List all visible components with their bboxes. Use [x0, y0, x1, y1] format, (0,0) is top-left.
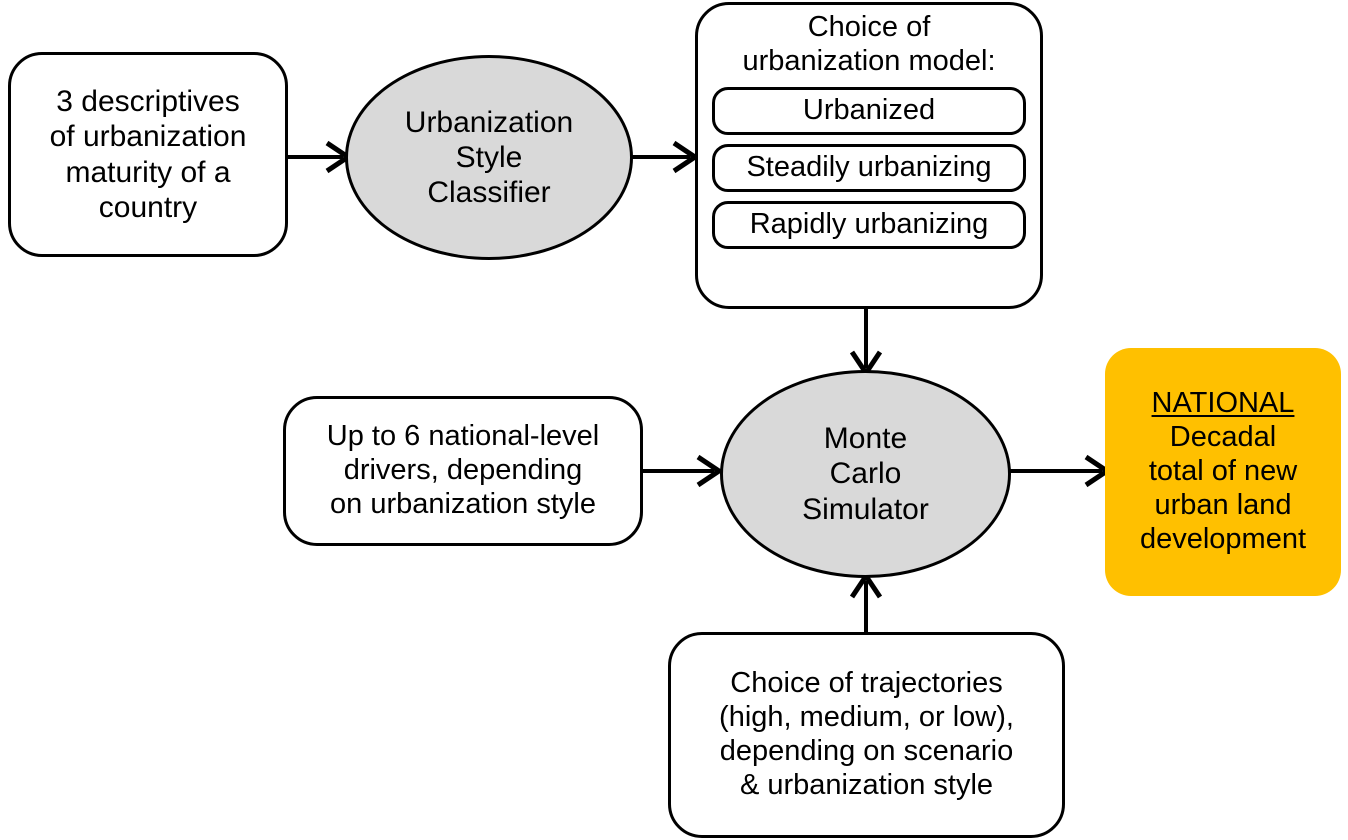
- trajectories-line-3: depending on scenario: [719, 735, 1014, 767]
- node-descriptives-line-4: country: [98, 190, 198, 224]
- simulator-line-2: Carlo: [829, 457, 902, 491]
- classifier-line-1: Urbanization: [404, 105, 574, 139]
- classifier-line-3: Classifier: [427, 176, 551, 210]
- node-model-choice[interactable]: Choice of urbanization model: Urbanized …: [695, 2, 1043, 309]
- drivers-line-2: drivers, depending: [343, 454, 583, 487]
- node-monte-carlo-simulator[interactable]: Monte Carlo Simulator: [720, 370, 1011, 578]
- edge-trajectories-to-simulator: [849, 571, 883, 632]
- national-output-line-2: total of new: [1148, 455, 1298, 488]
- model-option-rapidly-urbanizing[interactable]: Rapidly urbanizing: [712, 200, 1026, 249]
- node-descriptives-line-2: of urbanization: [49, 120, 247, 154]
- model-option-steadily-urbanizing-label: Steadily urbanizing: [746, 150, 992, 183]
- trajectories-line-4: & urbanization style: [739, 768, 994, 801]
- node-trajectories[interactable]: Choice of trajectories (high, medium, or…: [668, 632, 1065, 838]
- national-output-emphasis-label: NATIONAL: [1151, 387, 1295, 420]
- node-urbanization-style-classifier[interactable]: Urbanization Style Classifier: [345, 55, 633, 260]
- model-option-rapidly-urbanizing-label: Rapidly urbanizing: [749, 207, 989, 240]
- model-choice-heading-line-2: urbanization model:: [742, 44, 996, 77]
- node-national-output[interactable]: NATIONAL Decadal total of new urban land…: [1105, 348, 1341, 596]
- edge-simulator-to-output: [1010, 454, 1112, 488]
- node-drivers[interactable]: Up to 6 national-level drivers, dependin…: [283, 396, 643, 546]
- node-descriptives-line-3: maturity of a: [65, 155, 231, 189]
- simulator-line-3: Simulator: [802, 492, 929, 526]
- national-output-line-3: urban land: [1154, 488, 1292, 521]
- trajectories-line-1: Choice of trajectories: [730, 667, 1003, 700]
- edge-descriptives-to-classifier: [288, 140, 353, 174]
- drivers-line-3: on urbanization style: [330, 487, 596, 520]
- trajectories-line-2: (high, medium, or low),: [719, 701, 1014, 734]
- classifier-line-2: Style: [455, 140, 523, 174]
- model-option-urbanized[interactable]: Urbanized: [712, 86, 1026, 135]
- node-descriptives[interactable]: 3 descriptives of urbanization maturity …: [8, 52, 288, 257]
- drivers-line-1: Up to 6 national-level: [326, 420, 600, 453]
- node-descriptives-line-1: 3 descriptives: [56, 85, 240, 119]
- model-choice-heading-line-1: Choice of: [807, 11, 931, 43]
- simulator-line-1: Monte: [823, 422, 908, 456]
- national-output-line-1: Decadal: [1169, 421, 1277, 454]
- edge-drivers-to-simulator: [643, 454, 724, 488]
- model-option-urbanized-label: Urbanized: [802, 93, 936, 126]
- national-output-line-4: development: [1139, 522, 1307, 555]
- edge-classifier-to-model-choice: [632, 140, 700, 174]
- model-option-steadily-urbanizing[interactable]: Steadily urbanizing: [712, 143, 1026, 192]
- edge-model-choice-to-simulator: [849, 309, 883, 378]
